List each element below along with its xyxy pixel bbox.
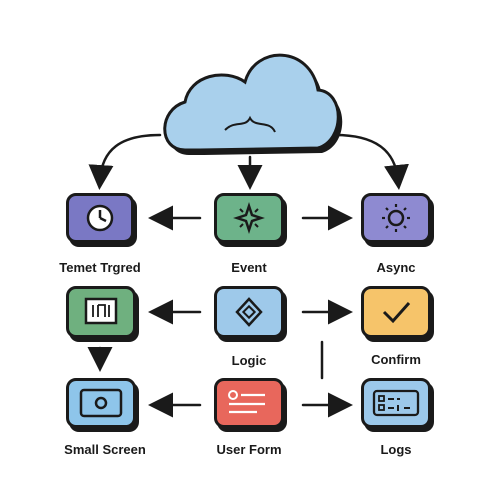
arrow-cloud-async [333, 133, 409, 190]
sun-icon [382, 204, 410, 232]
label-small-screen: Small Screen [64, 442, 146, 457]
node-event[interactable] [214, 193, 284, 243]
node-user-form[interactable] [214, 378, 284, 428]
node-confirm[interactable] [361, 286, 431, 338]
node-small-screen[interactable] [66, 378, 136, 428]
clock-icon [86, 204, 114, 232]
label-event: Event [231, 260, 267, 275]
sparkle-icon [233, 202, 265, 234]
label-user-form: User Form [216, 442, 282, 457]
log-icon [372, 389, 420, 417]
check-icon [382, 302, 411, 324]
label-timer: Temet Trgred [59, 260, 141, 275]
node-logs[interactable] [361, 378, 431, 428]
node-device-frame[interactable] [66, 286, 136, 338]
form-icon [228, 390, 265, 414]
label-confirm: Confirm [371, 352, 421, 367]
label-logic: Logic [231, 353, 267, 368]
screen-icon [79, 388, 123, 418]
arrow-cloud-timer [88, 133, 162, 190]
label-logs: Logs [380, 442, 412, 457]
device-frame-icon [84, 297, 118, 325]
node-async[interactable] [361, 193, 431, 243]
node-timer[interactable] [66, 193, 134, 243]
node-logic[interactable] [214, 286, 284, 338]
diamond-icon [235, 297, 263, 327]
label-async: Async [376, 260, 416, 275]
